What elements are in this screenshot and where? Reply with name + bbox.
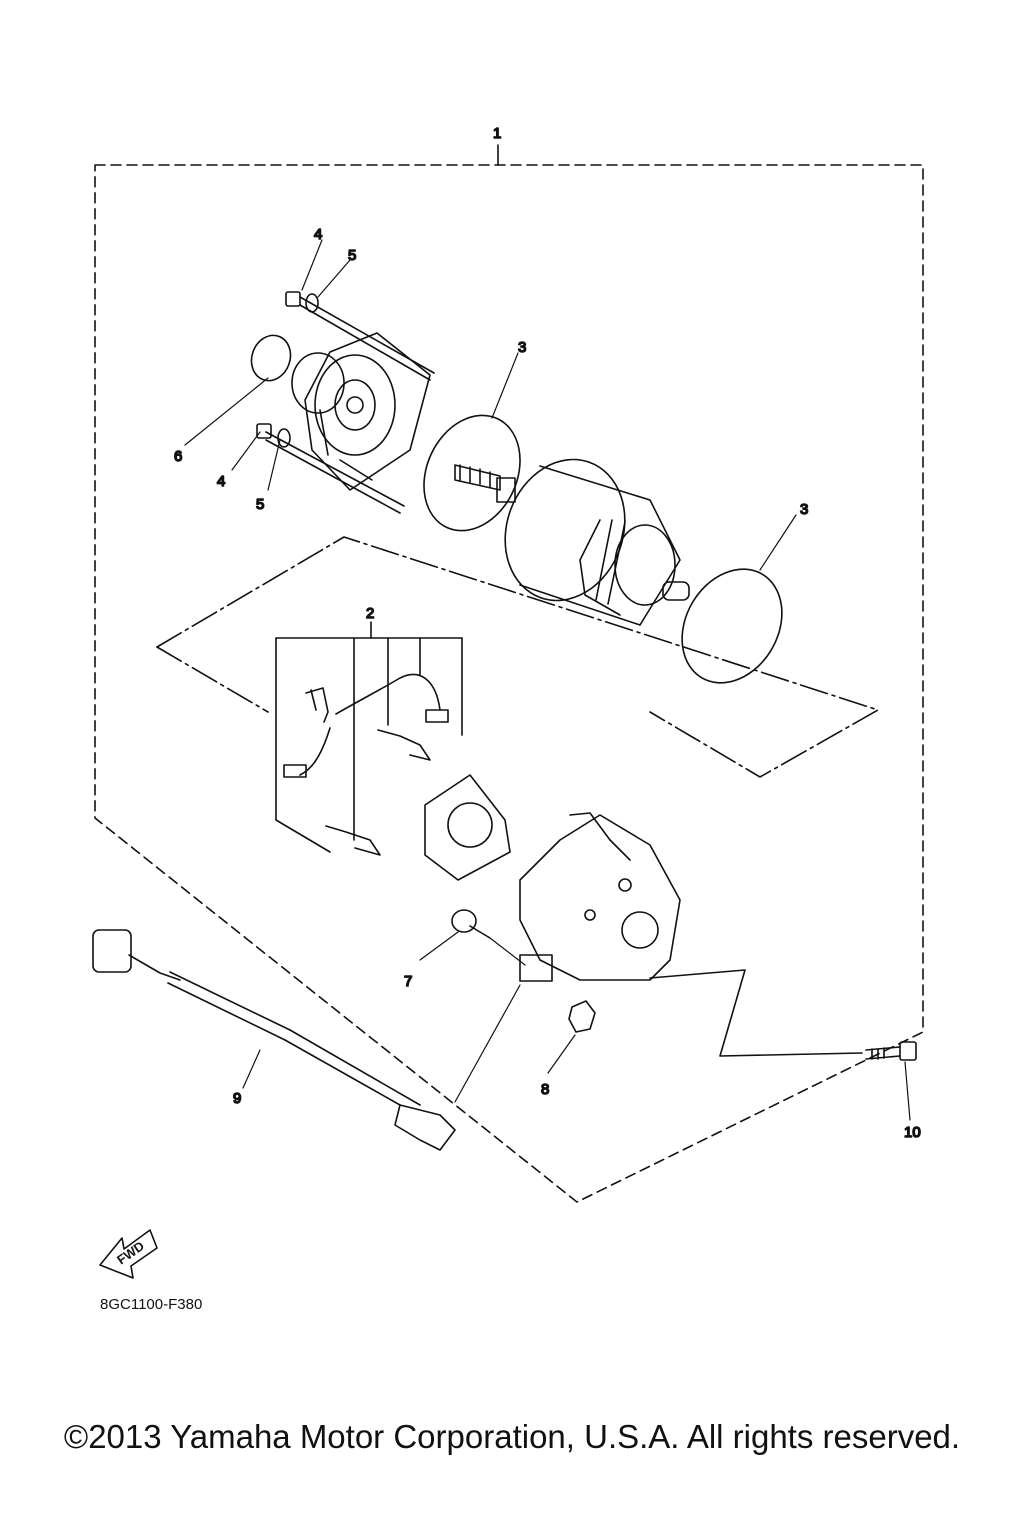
callout-3a: 3 xyxy=(518,339,526,356)
forward-direction-arrow: FWD xyxy=(99,1229,158,1279)
o-ring-large-rear xyxy=(681,568,783,684)
callout-1: 1 xyxy=(493,125,501,142)
callout-6: 6 xyxy=(174,448,182,465)
starter-cable xyxy=(92,929,456,1151)
o-ring-small xyxy=(250,334,292,382)
bolt-location-leader xyxy=(649,969,863,1057)
brush-kit-outline-left xyxy=(156,646,269,713)
brush-kit-outline xyxy=(156,536,879,778)
through-bolt-lower xyxy=(256,423,405,514)
o-ring-large-front xyxy=(423,414,521,532)
armature-yoke xyxy=(454,458,690,626)
front-cover xyxy=(291,332,431,491)
callout-5a: 5 xyxy=(348,247,356,264)
callout-3b: 3 xyxy=(800,501,808,518)
callout-2: 2 xyxy=(366,605,374,622)
callout-4b: 4 xyxy=(217,473,225,490)
brush-plate xyxy=(424,774,511,881)
through-bolt-upper xyxy=(285,291,435,381)
bolt-10 xyxy=(865,1041,917,1061)
screw-7 xyxy=(451,909,491,939)
brush-assembly xyxy=(283,673,449,856)
callout-5b: 5 xyxy=(256,496,264,513)
leader-lines xyxy=(184,239,911,1121)
copyright-notice: ©2013 Yamaha Motor Corporation, U.S.A. A… xyxy=(63,1418,961,1455)
brush-kit-bracket xyxy=(275,621,463,853)
callout-4a: 4 xyxy=(314,226,322,243)
nut-8 xyxy=(568,1000,596,1033)
diagram-reference-code: 8GC1100-F380 xyxy=(100,1296,203,1313)
callout-9: 9 xyxy=(233,1090,241,1107)
callout-7: 7 xyxy=(404,973,412,990)
callout-8: 8 xyxy=(541,1081,549,1098)
callout-10: 10 xyxy=(904,1124,921,1141)
rear-cover xyxy=(519,812,681,982)
assembly-outline xyxy=(94,164,924,1203)
